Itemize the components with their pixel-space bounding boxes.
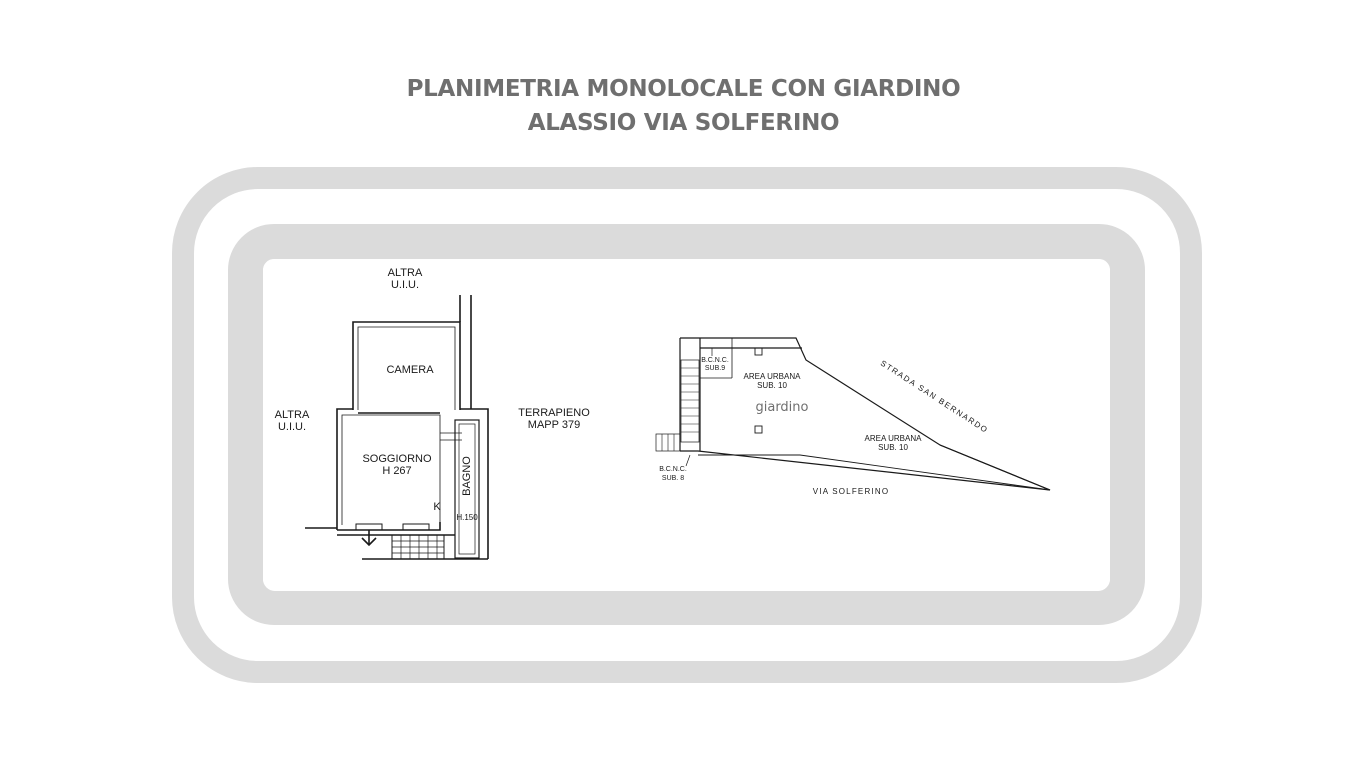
outer-frame bbox=[172, 167, 1202, 683]
label-giardino: giardino bbox=[755, 400, 808, 415]
label-area-urbana-right-1: AREA URBANA bbox=[865, 434, 923, 443]
label-bcnc-top-2: SUB.9 bbox=[705, 365, 725, 372]
label-camera: CAMERA bbox=[386, 364, 434, 376]
label-soggiorno-height: H 267 bbox=[382, 465, 411, 477]
label-area-urbana-right-2: SUB. 10 bbox=[878, 443, 908, 452]
page-title-line2: ALASSIO VIA SOLFERINO bbox=[527, 110, 840, 136]
label-bagno-height: H.150 bbox=[456, 513, 478, 522]
label-altra-left-2: U.I.U. bbox=[278, 421, 306, 433]
label-area-urbana-top-2: SUB. 10 bbox=[757, 381, 787, 390]
label-altra-top-1: ALTRA bbox=[388, 267, 423, 279]
floor-plan bbox=[305, 295, 489, 560]
label-bcnc-top-1: B.C.N.C. bbox=[701, 357, 729, 364]
label-bcnc-bottom-2: SUB. 8 bbox=[662, 475, 684, 482]
label-kitchen: K bbox=[433, 501, 441, 513]
label-altra-top-2: U.I.U. bbox=[391, 279, 419, 291]
label-altra-left-1: ALTRA bbox=[275, 409, 310, 421]
label-via-solferino: VIA SOLFERINO bbox=[813, 487, 890, 496]
label-strada-san-bernardo: STRADA SAN BERNARDO bbox=[879, 359, 990, 436]
label-area-urbana-top-1: AREA URBANA bbox=[744, 372, 802, 381]
label-soggiorno: SOGGIORNO bbox=[362, 453, 432, 465]
label-terrapieno-1: TERRAPIENO bbox=[518, 407, 590, 419]
inner-frame bbox=[228, 224, 1145, 625]
site-plan bbox=[655, 337, 1051, 491]
page-title-line1: PLANIMETRIA MONOLOCALE CON GIARDINO bbox=[406, 76, 961, 102]
label-bagno: BAGNO bbox=[461, 456, 473, 496]
label-terrapieno-2: MAPP 379 bbox=[528, 419, 580, 431]
label-bcnc-bottom-1: B.C.N.C. bbox=[659, 466, 687, 473]
